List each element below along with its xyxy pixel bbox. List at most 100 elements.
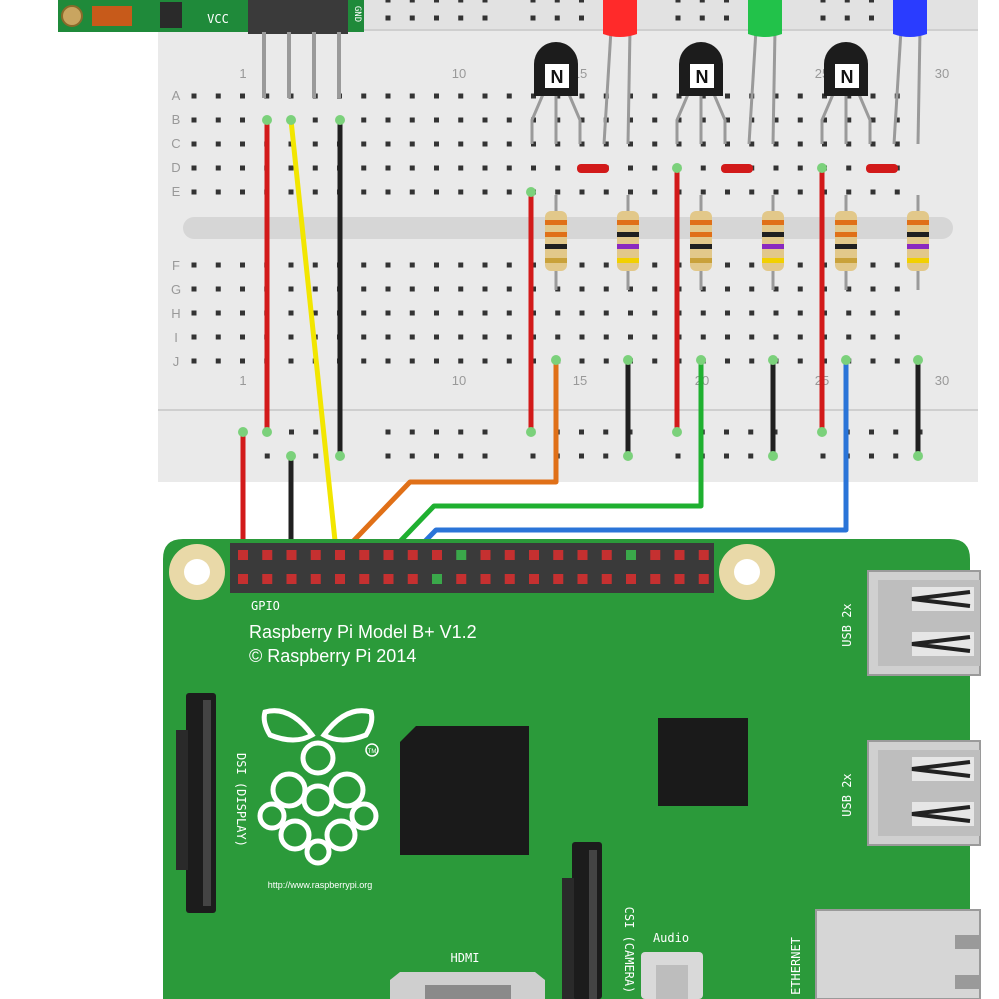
- rf-vcc-label: VCC: [207, 12, 229, 26]
- rail-hole: [820, 15, 826, 21]
- breadboard-hole: [240, 358, 245, 364]
- breadboard-hole: [434, 189, 439, 195]
- led-body: [748, 0, 782, 37]
- row-letter: G: [171, 282, 181, 297]
- row-letter: H: [171, 306, 180, 321]
- row-letter: E: [172, 184, 181, 199]
- wire-end-dot: [526, 427, 536, 437]
- breadboard-hole: [191, 141, 197, 147]
- rail-hole: [434, 15, 439, 21]
- breadboard-hole: [482, 262, 488, 268]
- breadboard-hole: [894, 189, 900, 195]
- breadboard-hole: [797, 262, 803, 268]
- gpio-pin: [553, 574, 564, 584]
- breadboard-hole: [749, 141, 755, 147]
- breadboard-hole: [652, 165, 658, 171]
- breadboard-hole: [797, 93, 803, 99]
- gpio-pin: [310, 550, 321, 560]
- usb-top-label: USB 2x: [840, 603, 854, 646]
- breadboard-hole: [506, 189, 512, 195]
- breadboard-hole: [191, 334, 197, 340]
- rail-hole: [385, 0, 391, 3]
- gpio-pin: [359, 550, 370, 560]
- gpio-pin: [238, 550, 248, 560]
- breadboard-hole: [434, 310, 439, 316]
- breadboard-hole: [773, 165, 779, 171]
- row-letter: I: [174, 330, 178, 345]
- gpio-pin: [432, 550, 442, 560]
- breadboard-hole: [361, 117, 367, 123]
- rail-hole: [820, 0, 826, 3]
- usb-port-top: [867, 570, 981, 676]
- breadboard-hole: [288, 286, 294, 292]
- breadboard-hole: [652, 286, 658, 292]
- gpio-pin: [674, 574, 685, 584]
- breadboard-hole: [215, 286, 221, 292]
- rail-hole: [458, 429, 464, 435]
- breadboard-hole: [409, 310, 415, 316]
- rail-hole: [579, 0, 584, 3]
- gpio-pin: [601, 550, 612, 560]
- row-letter: F: [172, 258, 180, 273]
- breadboard-hole: [409, 358, 415, 364]
- soc-chip: [400, 726, 529, 855]
- rail-hole: [434, 429, 439, 435]
- led-green: [747, 0, 782, 145]
- breadboard-hole: [700, 286, 706, 292]
- breadboard-hole: [773, 334, 779, 340]
- breadboard-hole: [894, 358, 900, 364]
- breadboard-hole: [288, 262, 294, 268]
- rail-hole: [554, 15, 560, 21]
- breadboard-hole: [870, 189, 876, 195]
- breadboard-hole: [482, 310, 488, 316]
- breadboard-hole: [628, 93, 633, 99]
- wire-end-dot: [262, 427, 272, 437]
- rail-hole: [893, 453, 899, 459]
- gpio-pin: [335, 574, 345, 584]
- gpio-pin: [480, 574, 491, 584]
- rail-hole: [603, 453, 609, 459]
- rail-hole: [458, 453, 464, 459]
- gpio-pin: [335, 550, 345, 560]
- rf-gnd-label: GND: [352, 6, 362, 22]
- breadboard-hole: [361, 358, 367, 364]
- gpio-pin: [504, 574, 515, 584]
- breadboard-hole: [725, 117, 730, 123]
- breadboard-hole: [409, 262, 415, 268]
- breadboard-hole: [191, 286, 197, 292]
- rail-hole: [313, 429, 319, 435]
- breadboard-hole: [725, 358, 730, 364]
- wire-end-dot: [768, 355, 778, 365]
- breadboard-hole: [700, 334, 706, 340]
- breadboard-hole: [385, 141, 391, 147]
- short-jumper: [721, 164, 753, 173]
- breadboard-hole: [385, 165, 391, 171]
- breadboard-hole: [434, 358, 439, 364]
- dsi-label: DSI (DISPLAY): [234, 753, 248, 847]
- gpio-pin: [529, 550, 539, 560]
- gpio-pin: [698, 550, 709, 560]
- transistor-label: N: [551, 67, 564, 87]
- rail-hole: [675, 453, 681, 459]
- breadboard-hole: [797, 334, 803, 340]
- rail-hole: [434, 453, 439, 459]
- breadboard-hole: [385, 310, 391, 316]
- wire-end-dot: [551, 355, 561, 365]
- breadboard-hole: [579, 93, 585, 99]
- breadboard-hole: [773, 310, 779, 316]
- breadboard-hole: [240, 165, 245, 171]
- breadboard-hole: [215, 334, 221, 340]
- breadboard-hole: [409, 93, 415, 99]
- usb-bottom-label: USB 2x: [840, 773, 854, 816]
- breadboard-hole: [652, 141, 658, 147]
- breadboard-hole: [385, 334, 391, 340]
- resistor: [907, 195, 929, 290]
- breadboard-hole: [240, 334, 245, 340]
- rail-hole: [579, 453, 584, 459]
- breadboard-hole: [191, 262, 197, 268]
- rail-hole: [409, 453, 415, 459]
- short-jumper: [577, 164, 609, 173]
- breadboard-hole: [822, 141, 827, 147]
- breadboard-hole: [240, 310, 245, 316]
- breadboard-hole: [215, 165, 221, 171]
